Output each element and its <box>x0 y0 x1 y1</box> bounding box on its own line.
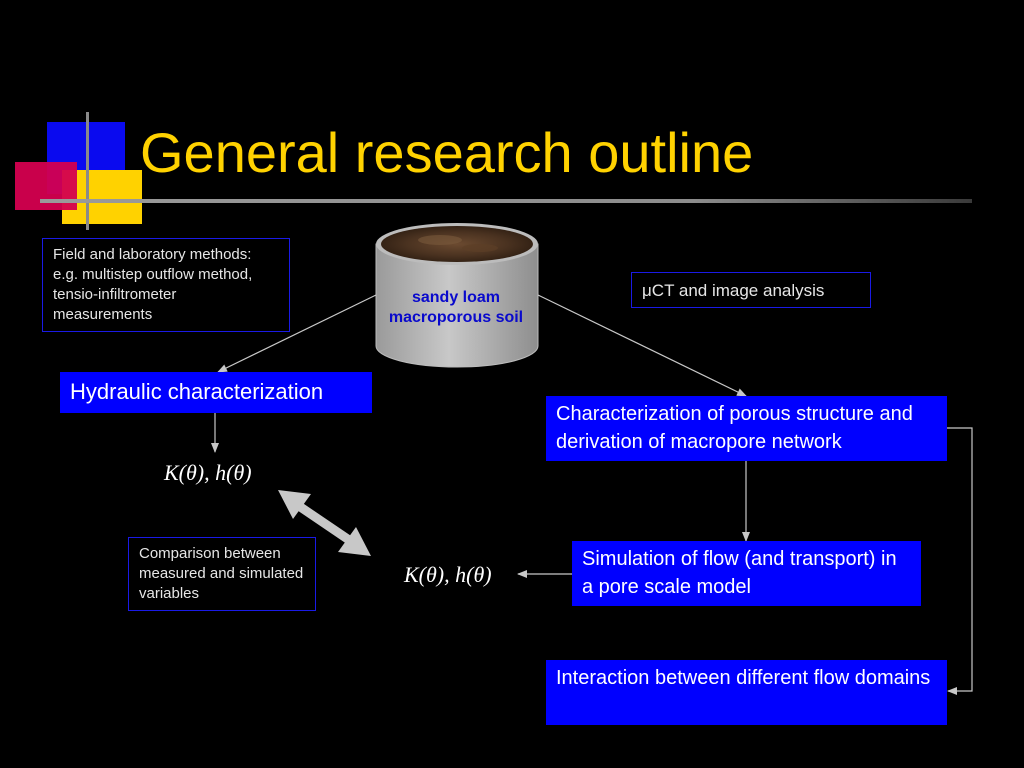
arrow-soil-to-characterization <box>537 294 747 397</box>
field-methods-note: Field and laboratory methods: e.g. multi… <box>42 238 290 332</box>
decorative-vertical-line <box>86 112 89 230</box>
measured-formula: K(θ), h(θ) <box>164 460 252 485</box>
comparison-double-arrow <box>278 490 371 556</box>
slide-title: General research outline <box>140 121 754 184</box>
simulation-box: Simulation of flow (and transport) in a … <box>572 541 921 606</box>
title-underline <box>40 199 972 203</box>
simulated-formula: K(θ), h(θ) <box>404 562 492 587</box>
porous-structure-box: Characterization of porous structure and… <box>546 396 947 461</box>
soil-label: sandy loam macroporous soil <box>388 289 524 326</box>
arrow-characterization-to-interaction <box>947 427 973 695</box>
arrow-soil-to-hydraulic <box>217 294 377 373</box>
uct-note: μCT and image analysis <box>631 272 871 308</box>
comparison-note: Comparison between measured and simulate… <box>128 537 316 611</box>
soil-sample-cylinder <box>375 223 539 368</box>
interaction-box: Interaction between different flow domai… <box>546 660 947 725</box>
hydraulic-characterization-box: Hydraulic characterization <box>60 372 372 413</box>
